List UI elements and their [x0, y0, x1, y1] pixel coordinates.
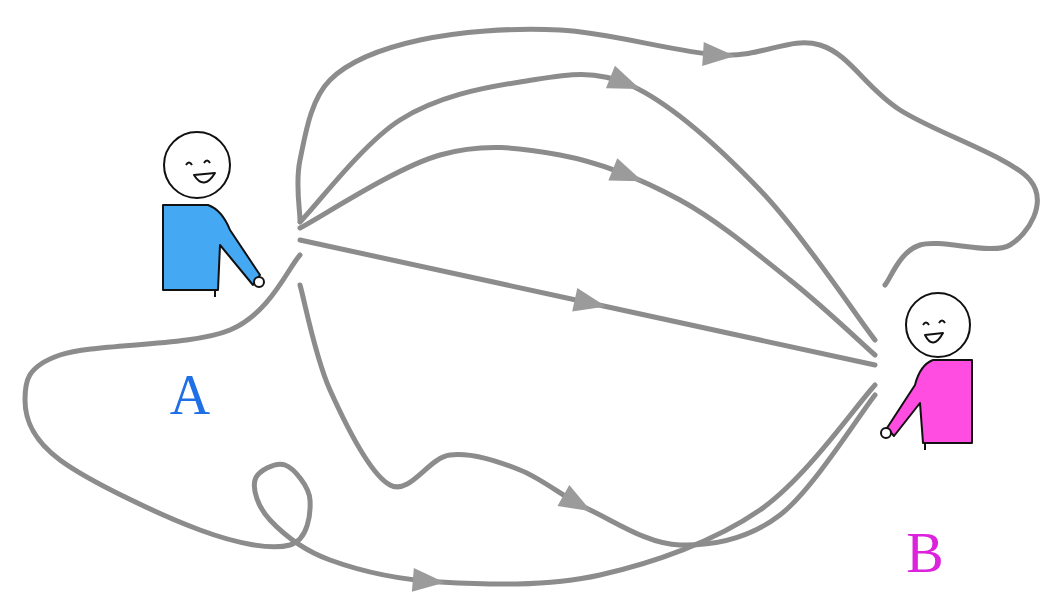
person-label: B — [895, 525, 955, 581]
arrowhead — [557, 485, 591, 511]
path-line — [300, 285, 875, 545]
person-node: A — [160, 115, 300, 415]
path-line — [25, 255, 875, 584]
arrowhead — [412, 568, 445, 592]
arrowhead — [702, 42, 735, 66]
path-arrow — [300, 66, 875, 340]
path-line — [298, 29, 1037, 285]
path-arrow — [298, 29, 1037, 285]
path-arrow — [300, 285, 875, 545]
path-line — [300, 240, 875, 365]
arrowhead — [572, 288, 606, 311]
arrowhead — [606, 66, 640, 89]
person-node: B — [875, 285, 975, 585]
path-line — [300, 148, 875, 355]
person-label: A — [160, 367, 220, 423]
path-line — [300, 74, 875, 340]
path-arrow — [300, 148, 875, 355]
path-arrow — [300, 240, 875, 365]
path-arrow — [25, 255, 875, 592]
arrowhead — [608, 158, 642, 181]
